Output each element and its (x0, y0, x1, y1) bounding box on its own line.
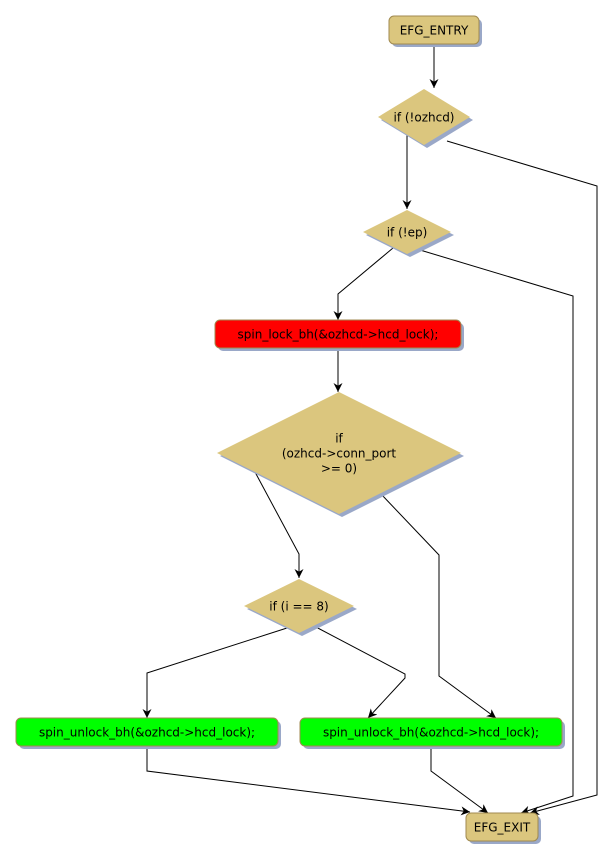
node-label: if (!ozhcd) (393, 111, 454, 125)
node-label: if (335, 432, 343, 446)
decision-diamond (363, 210, 451, 254)
node-exit[interactable]: EFG_EXIT (465, 812, 541, 844)
decision-diamond (378, 89, 470, 145)
node-label: EFG_EXIT (474, 821, 531, 835)
node-box (465, 812, 539, 842)
node-label: if (i == 8) (269, 600, 328, 614)
edge-if_i_eq_8-to-unlock_left (142, 627, 288, 718)
edge-unlock_right-to-exit (430, 746, 489, 814)
edge-if_ep-to-exit (419, 249, 574, 815)
node-label: spin_unlock_bh(&ozhcd->hcd_lock); (39, 726, 255, 740)
node-box (299, 717, 563, 747)
node-label: spin_lock_bh(&ozhcd->hcd_lock); (238, 328, 439, 342)
node-unlock-left[interactable]: spin_unlock_bh(&ozhcd->hcd_lock); (15, 717, 281, 749)
edge-if_i_eq_8-to-unlock_right (313, 625, 406, 719)
node-label: EFG_ENTRY (400, 24, 469, 38)
decision-diamond (244, 579, 354, 633)
edge-unlock_left-to-exit (146, 746, 471, 816)
edge-if_conn_port-to-if_i_eq_8 (254, 471, 304, 578)
edge-if_ozhcd-to-exit (446, 140, 598, 816)
node-if-ozhcd[interactable]: if (!ozhcd) (378, 89, 473, 148)
node-label: >= 0) (321, 462, 357, 476)
node-if-conn-port[interactable]: if(ozhcd->conn_port>= 0) (217, 392, 464, 517)
node-box (15, 717, 279, 747)
edge-if_conn_port-to-unlock_right (380, 493, 497, 719)
node-label: spin_unlock_bh(&ozhcd->hcd_lock); (323, 726, 539, 740)
node-label: (ozhcd->conn_port (282, 447, 397, 461)
node-spin-lock[interactable]: spin_lock_bh(&ozhcd->hcd_lock); (214, 319, 464, 351)
node-unlock-right[interactable]: spin_unlock_bh(&ozhcd->hcd_lock); (299, 717, 565, 749)
node-box (214, 319, 462, 349)
node-label: if (!ep) (387, 226, 428, 240)
node-box (388, 15, 480, 45)
edges-layer (142, 44, 598, 816)
node-if-i-eq-8[interactable]: if (i == 8) (244, 579, 357, 636)
decision-diamond (217, 392, 461, 514)
node-if-ep[interactable]: if (!ep) (363, 210, 454, 257)
node-entry[interactable]: EFG_ENTRY (388, 15, 482, 47)
edge-if_ep-to-spin_lock (333, 247, 394, 320)
